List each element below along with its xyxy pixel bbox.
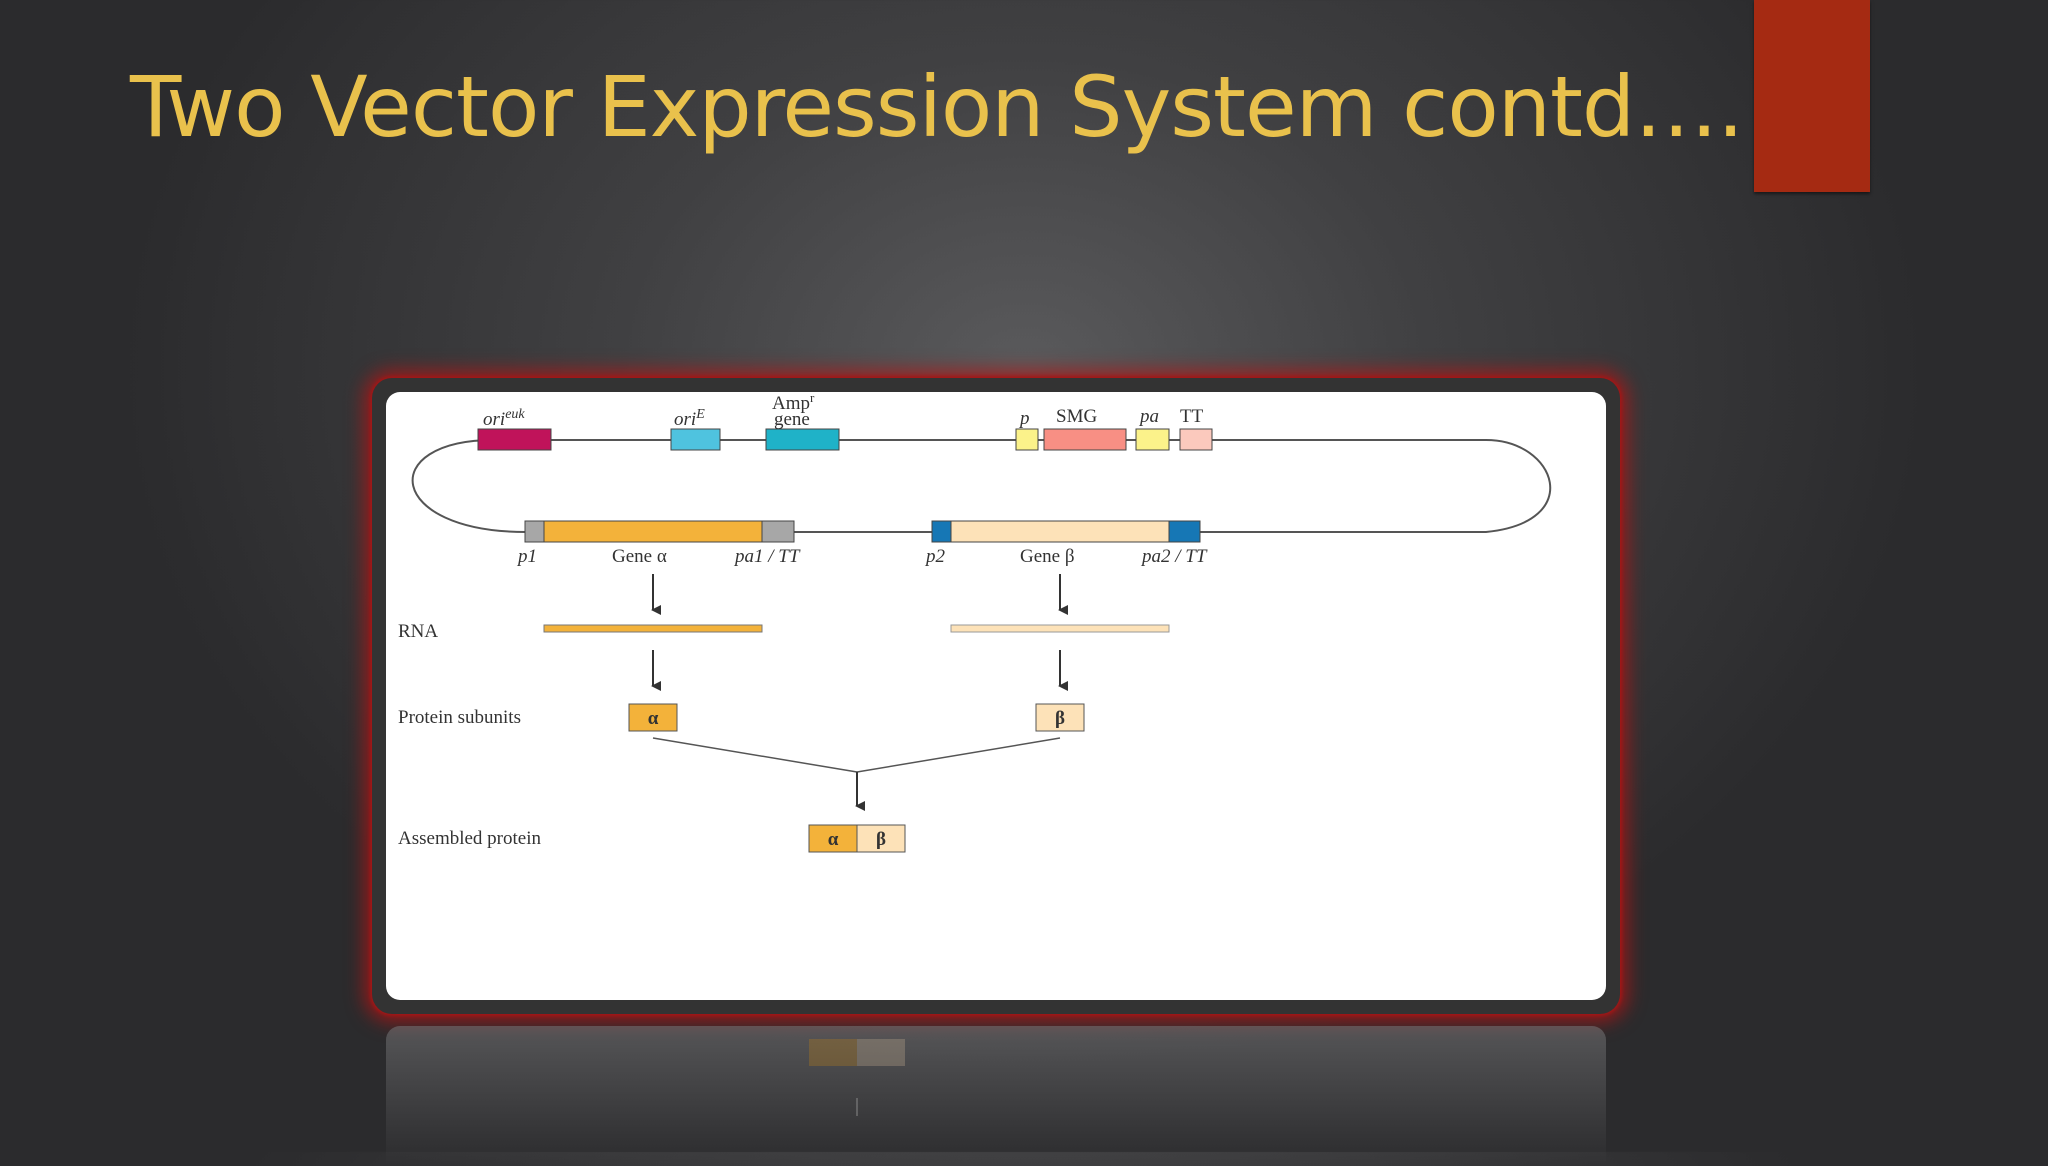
label-p: p (1018, 408, 1030, 429)
subunit-beta-label: β (1055, 708, 1065, 729)
assembled-alpha-label: α (828, 829, 839, 850)
converge-line-beta (856, 737, 1061, 773)
label-pa2-tt: pa2 / TT (1140, 546, 1208, 567)
label-gene-alpha: Gene α (612, 546, 667, 567)
p-element (1015, 428, 1039, 451)
label-gene-beta: Gene β (1020, 546, 1075, 567)
figure-reflection (386, 1026, 1606, 1166)
label-p1: p1 (516, 546, 537, 567)
label-amp-gene: gene (774, 409, 810, 430)
subunit-alpha-box (628, 703, 678, 732)
assembled-beta-box (856, 824, 906, 853)
figure-panel: orieuk oriE Ampr gene p SMG pa TT p1 Gen… (386, 392, 1606, 1000)
plasmid-backbone (411, 439, 1552, 533)
p2-element (931, 520, 952, 543)
label-tt: TT (1180, 406, 1204, 427)
pa2-tt-element (1168, 520, 1201, 543)
label-p2: p2 (924, 546, 946, 567)
slide-title: Two Vector Expression System contd…. (130, 58, 1744, 156)
label-ori-e: oriE (674, 407, 705, 430)
converge-line-alpha (652, 737, 858, 773)
smg-element (1043, 428, 1127, 451)
subunit-alpha-label: α (648, 708, 659, 729)
row-label-rna: RNA (398, 621, 438, 642)
assembled-alpha-box (808, 824, 858, 853)
ori-e-element (670, 428, 721, 451)
subunit-beta-box (1035, 703, 1085, 732)
figure-frame: orieuk oriE Ampr gene p SMG pa TT p1 Gen… (372, 378, 1620, 1014)
rna-alpha-bar (543, 624, 763, 633)
pa1-tt-element (761, 520, 795, 543)
gene-alpha-element (543, 520, 763, 543)
accent-bar (1754, 0, 1870, 192)
gene-beta-element (950, 520, 1170, 543)
assembled-beta-label: β (876, 829, 886, 850)
label-smg: SMG (1056, 406, 1097, 427)
row-label-protein-subunits: Protein subunits (398, 707, 521, 728)
p1-element (524, 520, 545, 543)
expression-diagram: orieuk oriE Ampr gene p SMG pa TT p1 Gen… (398, 392, 1552, 853)
label-amp: Ampr (772, 392, 815, 414)
tt-element (1179, 428, 1213, 451)
ori-euk-element (477, 428, 552, 451)
rna-beta-bar (950, 624, 1170, 633)
label-pa: pa (1138, 406, 1159, 427)
pa-element (1135, 428, 1170, 451)
label-pa1-tt: pa1 / TT (733, 546, 801, 567)
label-ori-euk: orieuk (483, 407, 525, 430)
amp-gene-element (765, 428, 840, 451)
row-label-assembled-protein: Assembled protein (398, 828, 542, 849)
